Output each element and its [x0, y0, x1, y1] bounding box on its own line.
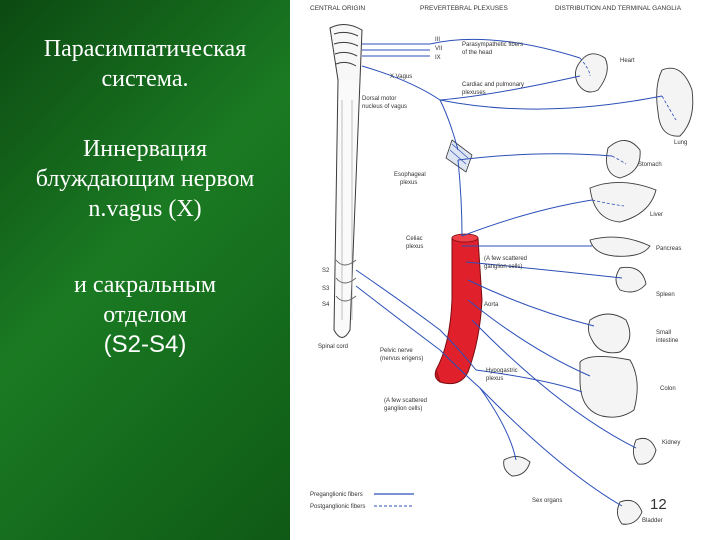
stomach-organ [607, 140, 641, 178]
label-dorsal-motor: Dorsal motor [362, 96, 396, 102]
page-number: 12 [650, 496, 667, 513]
label-esophageal: Esophageal [394, 172, 426, 178]
label-s3: S3 [322, 286, 330, 292]
label-kidney: Kidney [662, 440, 680, 446]
label-pancreas: Pancreas [656, 246, 681, 252]
title-panel: Парасимпатическая система. Иннервация бл… [0, 0, 290, 540]
pancreas-organ [590, 237, 650, 256]
label-spleen: Spleen [656, 292, 675, 298]
label-scattered-2: (A few scattered [384, 398, 427, 404]
colon-organ [580, 356, 637, 417]
legend-pre-label: Preganglionic fibers [310, 492, 363, 498]
label-dorsal-motor: nucleus of vagus [362, 104, 407, 110]
aorta [435, 234, 482, 384]
label-sex-organs: Sex organs [532, 498, 562, 504]
parasympathetic-diagram: CENTRAL ORIGIN PREVERTEBRAL PLEXUSES DIS… [290, 0, 720, 540]
label-aorta: Aorta [484, 302, 499, 308]
label-hypogastric: plexus [486, 376, 503, 382]
label-hypogastric: Hypogastric [486, 368, 518, 374]
header-central-origin: CENTRAL ORIGIN [310, 5, 365, 12]
slide-title: Парасимпатическая система. [0, 34, 290, 94]
title-line: система. [0, 64, 290, 94]
label-stomach: Stomach [638, 162, 662, 168]
heart-organ [575, 54, 607, 92]
label-scattered-2: ganglion cells) [384, 406, 422, 412]
tail-line: и сакральным [0, 270, 290, 300]
label-lung: Lung [674, 140, 687, 146]
liver-organ [590, 182, 656, 222]
label-scattered: (A few scattered [484, 256, 527, 262]
slide-tail: и сакральным отделом (S2-S4) [0, 270, 290, 360]
label-cn3: III [435, 37, 440, 43]
label-pelvic: Pelvic nerve [380, 348, 413, 354]
label-cn9: IX [435, 55, 441, 61]
label-liver: Liver [650, 212, 663, 218]
tail-line: (S2-S4) [0, 330, 290, 360]
label-colon: Colon [660, 386, 676, 392]
lung-organ [657, 68, 693, 136]
bladder-organ [617, 500, 642, 524]
kidney-organ [633, 438, 656, 464]
label-esophageal: plexus [400, 180, 417, 186]
label-celiac: plexus [406, 244, 423, 250]
label-cardiac: plexuses [462, 90, 486, 96]
label-pelvic: (nervus erigens) [380, 356, 423, 362]
organs [504, 54, 693, 524]
tail-line: отделом [0, 300, 290, 330]
label-small-intestine: intestine [656, 338, 679, 344]
sex-organ [504, 456, 530, 476]
spleen-organ [616, 267, 646, 292]
body-line: n.vagus (X) [0, 194, 290, 224]
label-cn7: VII [435, 46, 443, 52]
label-celiac: Celiac [406, 236, 423, 242]
legend: Preganglionic fibers Postganglionic fibe… [310, 492, 414, 510]
header-distribution: DISTRIBUTION AND TERMINAL GANGLIA [555, 5, 682, 12]
label-scattered: ganglion cells) [484, 264, 522, 270]
label-s2: S2 [322, 268, 330, 274]
header-prevertebral: PREVERTEBRAL PLEXUSES [420, 5, 508, 12]
legend-post-label: Postganglionic fibers [310, 504, 365, 510]
label-cardiac: Cardiac and pulmonary [462, 82, 524, 88]
label-vagus: X Vagus [390, 74, 412, 80]
label-s4: S4 [322, 302, 330, 308]
body-line: блуждающим нервом [0, 164, 290, 194]
title-line: Парасимпатическая [0, 34, 290, 64]
label-parasympathetic-head: of the head [462, 50, 492, 56]
label-bladder: Bladder [642, 518, 663, 524]
body-line: Иннервация [0, 134, 290, 164]
spinal-cord [330, 24, 362, 337]
label-parasympathetic-head: Parasympathetic fibers [462, 42, 523, 48]
label-heart: Heart [620, 58, 635, 64]
small-intestine-organ [588, 314, 629, 353]
slide-body: Иннервация блуждающим нервом n.vagus (X) [0, 134, 290, 224]
label-small-intestine: Small [656, 330, 671, 336]
label-spinal-cord: Spinal cord [318, 344, 348, 350]
